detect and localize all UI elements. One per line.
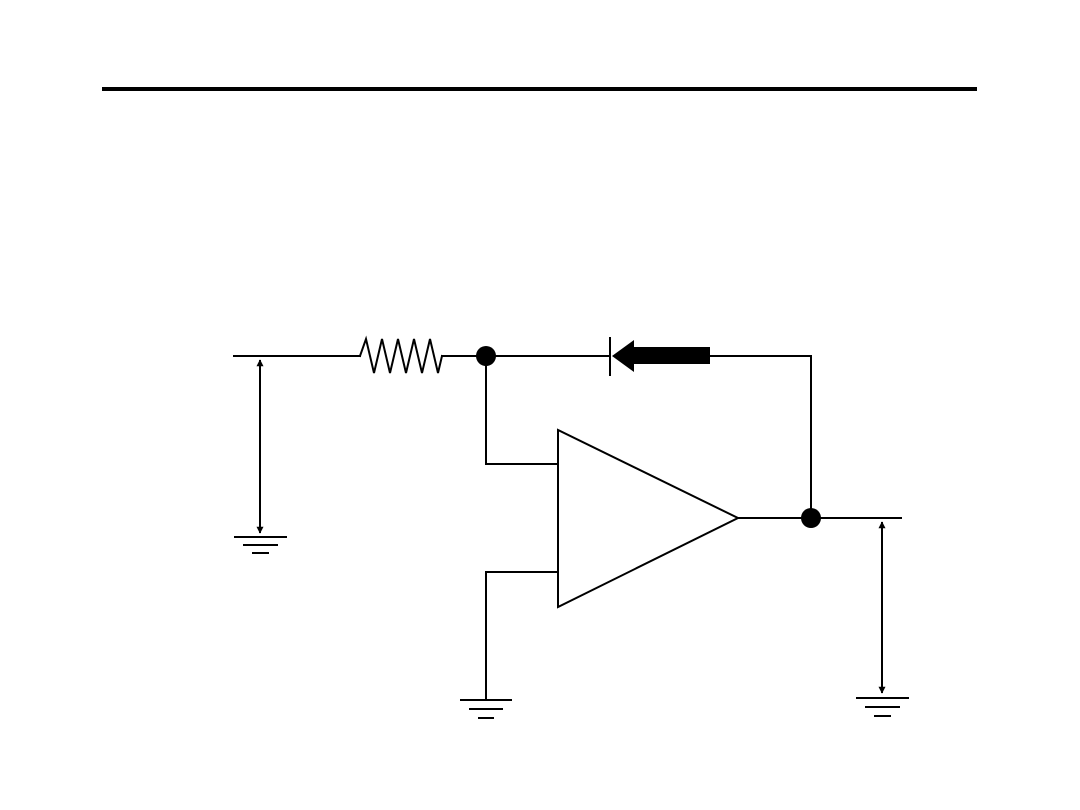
diode-icon (609, 337, 710, 376)
junction-dot (801, 508, 821, 528)
ground-icon (234, 536, 287, 554)
non-inverting-input-wire (485, 571, 559, 701)
feedback-wire (709, 355, 812, 519)
resistor-icon (358, 335, 444, 374)
inverting-input-wire (485, 355, 559, 465)
op-amp-icon (557, 428, 741, 609)
ground-icon (460, 699, 512, 719)
ground-icon (856, 697, 909, 717)
